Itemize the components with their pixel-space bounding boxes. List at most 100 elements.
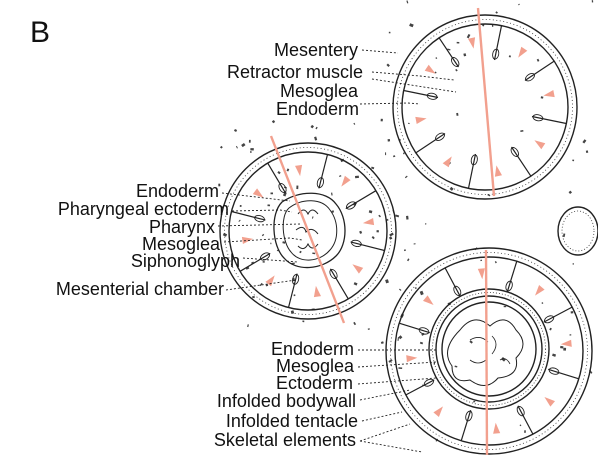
debris-speck xyxy=(277,171,280,174)
label-infolded-bodywall: Infolded bodywall xyxy=(217,391,356,411)
small-cell xyxy=(558,207,598,255)
mesentery-septum xyxy=(544,307,572,322)
chamber-arrow xyxy=(433,406,443,417)
debris-speck xyxy=(369,210,373,213)
debris-speck xyxy=(310,125,314,129)
debris-speck xyxy=(299,251,302,254)
mesentery-septum xyxy=(525,61,554,80)
chamber-arrow xyxy=(478,268,485,279)
debris-speck xyxy=(223,233,227,237)
chamber-arrow xyxy=(518,47,527,58)
chamber-arrow xyxy=(253,188,264,197)
debris-speck xyxy=(480,260,482,262)
debris-speck xyxy=(368,328,370,330)
debris-speck xyxy=(457,42,460,44)
debris-speck xyxy=(415,287,417,289)
debris-speck xyxy=(331,193,333,196)
chamber-arrow xyxy=(242,237,253,244)
debris-speck xyxy=(569,191,572,194)
debris-speck xyxy=(552,354,556,357)
debris-speck xyxy=(314,137,317,141)
debris-speck xyxy=(312,216,314,218)
label-mesentery: Mesentery xyxy=(274,40,358,60)
debris-speck xyxy=(399,289,401,291)
label-endoderm-top: Endoderm xyxy=(276,99,359,119)
chamber-arrow xyxy=(352,264,363,273)
debris-speck xyxy=(376,230,378,232)
debris-speck xyxy=(420,342,423,345)
debris-speck xyxy=(467,34,471,38)
debris-speck xyxy=(435,57,437,59)
debris-speck xyxy=(582,139,586,143)
debris-speck xyxy=(386,63,389,66)
debris-speck xyxy=(293,294,295,296)
label-skeletal-elements: Skeletal elements xyxy=(214,430,356,450)
section-line-bottom xyxy=(486,250,487,455)
labels-top: Mesentery Retractor muscle Mesoglea Endo… xyxy=(227,40,363,119)
debris-speck xyxy=(463,53,466,56)
chamber-arrow xyxy=(493,423,500,434)
mesentery-septum xyxy=(346,191,376,209)
debris-speck xyxy=(247,324,249,327)
chamber-arrow xyxy=(425,65,436,74)
debris-speck xyxy=(406,216,409,220)
mesentery-septum xyxy=(518,406,533,434)
label-infolded-tentacle: Infolded tentacle xyxy=(226,411,358,431)
debris-speck xyxy=(353,322,356,325)
mesentery-septum xyxy=(406,380,434,395)
label-siphonoglyph: Siphonoglyph xyxy=(131,251,240,271)
debris-speck xyxy=(420,291,424,295)
debris-speck xyxy=(372,236,375,239)
debris-speck xyxy=(520,424,522,426)
polyp-section-top xyxy=(393,15,577,199)
debris-speck xyxy=(509,55,511,57)
chamber-arrow xyxy=(415,117,426,124)
debris-speck xyxy=(389,236,392,239)
debris-speck xyxy=(541,96,544,98)
debris-speck xyxy=(359,231,362,234)
debris-speck xyxy=(271,193,274,195)
debris-speck xyxy=(250,148,253,150)
debris-speck xyxy=(398,335,402,339)
debris-speck xyxy=(236,146,238,149)
debris-speck xyxy=(409,23,414,27)
debris-speck xyxy=(469,340,473,343)
debris-speck xyxy=(397,337,399,341)
mesentery-septum xyxy=(404,91,438,98)
debris-speck xyxy=(262,234,264,236)
chamber-arrow xyxy=(295,165,302,176)
chamber-arrow xyxy=(341,176,350,187)
debris-speck xyxy=(315,127,317,130)
debris-speck xyxy=(267,204,270,206)
debris-speck xyxy=(563,233,565,237)
debris-speck xyxy=(291,310,294,314)
debris-speck xyxy=(408,123,410,124)
chamber-arrow xyxy=(561,340,572,347)
label-retractor-muscle: Retractor muscle xyxy=(227,62,363,82)
debris-speck xyxy=(252,296,255,298)
chamber-arrow xyxy=(468,37,475,48)
chamber-arrow xyxy=(423,295,434,305)
debris-speck xyxy=(389,32,391,34)
debris-speck xyxy=(455,69,458,72)
debris-speck xyxy=(353,123,355,125)
debris-speck xyxy=(537,59,540,62)
chamber-arrow xyxy=(314,286,321,297)
section-line-left xyxy=(271,136,344,323)
debris-speck xyxy=(296,186,298,190)
debris-speck xyxy=(456,113,458,116)
debris-speck xyxy=(495,11,498,14)
debris-speck xyxy=(570,334,572,335)
debris-speck xyxy=(414,243,416,244)
debris-speck xyxy=(240,205,242,207)
debris-speck xyxy=(407,258,409,261)
debris-speck xyxy=(381,119,383,122)
mesentery-septum xyxy=(469,154,476,188)
mesentery-septum xyxy=(512,147,531,176)
mesentery-septum xyxy=(445,268,460,296)
debris-speck xyxy=(238,220,240,222)
debris-speck xyxy=(398,367,402,369)
debris-speck xyxy=(249,140,251,143)
debris-speck xyxy=(395,215,399,218)
debris-speck xyxy=(571,311,574,313)
